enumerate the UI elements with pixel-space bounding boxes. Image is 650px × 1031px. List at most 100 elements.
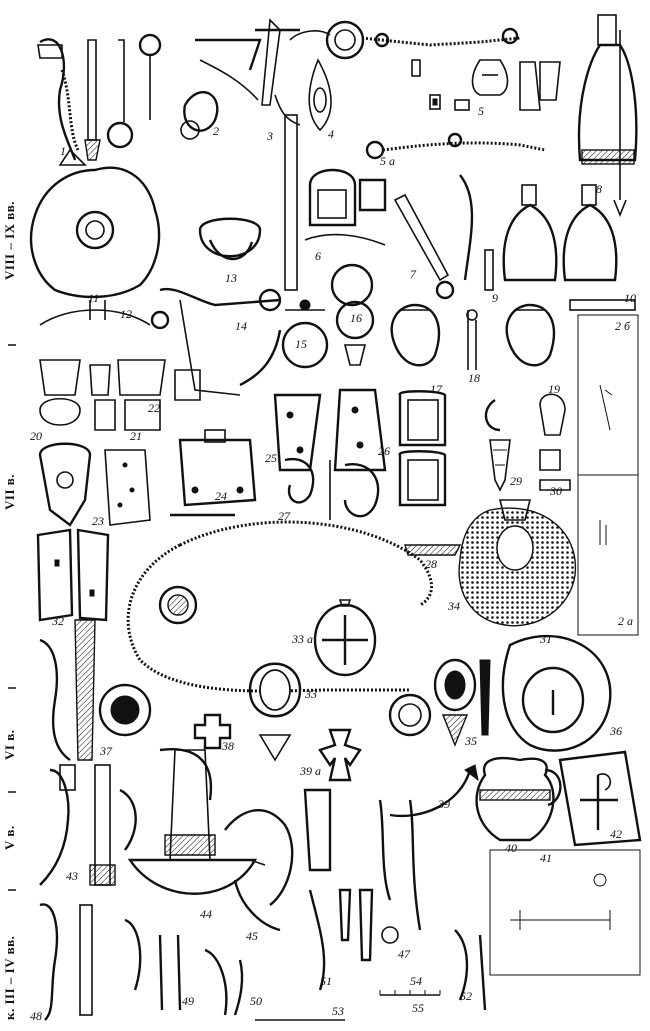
num-39: 39	[437, 797, 450, 811]
num-31: 31	[539, 632, 552, 646]
num-3: 3	[266, 129, 273, 143]
item-number-labels: 1 2 3 4 5 5 а 6 7 8 9 10 11 12 13 14 15 …	[30, 104, 636, 1023]
knife-7	[393, 193, 455, 300]
chain-5a	[365, 132, 546, 160]
num-23: 23	[92, 514, 104, 528]
fibula-1	[37, 38, 87, 166]
num-26: 26	[378, 444, 390, 458]
num-21: 21	[130, 429, 142, 443]
spear-shaft	[284, 114, 298, 291]
buckle-17	[390, 303, 441, 367]
num-18: 18	[468, 371, 480, 385]
num-52: 52	[460, 989, 472, 1003]
leaf-pendant-5	[411, 59, 509, 111]
belt-fittings-20-21-22	[39, 359, 201, 431]
num-27: 27	[278, 509, 291, 523]
fibulae-43	[39, 764, 137, 886]
fittings-32	[36, 528, 110, 622]
num-2a: 2 а	[618, 614, 633, 628]
num-2: 2	[213, 124, 219, 138]
fibula-37	[39, 619, 96, 761]
num-47: 47	[398, 947, 411, 961]
pot-36	[501, 634, 612, 752]
num-25: 25	[265, 451, 277, 465]
buckle-6	[304, 168, 387, 246]
pendant-29	[484, 399, 511, 492]
num-39a: 39 а	[299, 764, 321, 778]
fibulae-49	[124, 918, 182, 1011]
fibula-50	[204, 948, 244, 1016]
bowl-12	[39, 300, 151, 326]
period-ticks	[8, 344, 16, 891]
cross-39a	[318, 728, 362, 782]
fittings-30	[539, 393, 571, 491]
scale-55	[379, 990, 441, 996]
num-53: 53	[332, 1004, 344, 1018]
num-41: 41	[540, 851, 552, 865]
burial-plan-2b	[577, 314, 639, 636]
fibula-45	[224, 809, 294, 932]
num-51: 51	[320, 974, 332, 988]
num-30: 30	[549, 484, 562, 498]
buckle-19	[505, 303, 556, 367]
mirror-44	[127, 748, 258, 895]
num-19: 19	[548, 382, 560, 396]
num-24: 24	[215, 489, 227, 503]
num-38: 38	[221, 739, 234, 753]
stirrups-10	[502, 184, 636, 311]
pieces-51	[303, 788, 332, 991]
num-17: 17	[430, 382, 443, 396]
num-6: 6	[315, 249, 321, 263]
num-44: 44	[200, 907, 212, 921]
cross-38	[193, 713, 232, 750]
num-32: 32	[51, 614, 64, 628]
fibulae-48	[39, 903, 93, 1021]
pendant-35	[479, 659, 491, 736]
items-53	[338, 888, 374, 962]
tools-9	[459, 174, 494, 291]
num-40: 40	[505, 841, 517, 855]
sickle-39	[389, 764, 479, 818]
jug-40	[475, 756, 562, 842]
num-8: 8	[596, 182, 602, 196]
num-7: 7	[410, 267, 417, 281]
knife-handle	[84, 39, 101, 161]
num-11: 11	[88, 291, 99, 305]
num-42: 42	[610, 827, 622, 841]
num-5: 5	[478, 104, 484, 118]
plaque-24	[170, 429, 257, 517]
cross-plaque-42	[558, 750, 642, 847]
num-54: 54	[410, 974, 422, 988]
pins-52-54	[454, 929, 487, 1011]
belt-plate-23	[38, 442, 151, 527]
num-28: 28	[425, 557, 437, 571]
buckles-28	[398, 390, 462, 556]
num-36: 36	[609, 724, 622, 738]
num-5a: 5 а	[380, 154, 395, 168]
num-2b: 2 б	[615, 319, 631, 333]
num-12: 12	[120, 307, 132, 321]
bit-14	[150, 287, 282, 396]
openwork-disc-31	[458, 499, 577, 627]
num-48: 48	[30, 1009, 42, 1023]
pins-18	[466, 309, 478, 370]
chain-top	[289, 20, 521, 60]
num-16: 16	[350, 311, 362, 325]
num-13: 13	[225, 271, 237, 285]
num-50: 50	[250, 994, 262, 1008]
num-45: 45	[246, 929, 258, 943]
ring-15	[281, 299, 329, 369]
burial-plan-41	[489, 849, 641, 976]
bridle-bit-2	[106, 33, 262, 149]
num-4: 4	[328, 127, 334, 141]
num-34: 34	[447, 599, 460, 613]
num-33: 33	[304, 687, 317, 701]
bridle-ring-13	[198, 217, 262, 261]
pendant-34	[433, 658, 477, 747]
rosette-plaque-11	[29, 166, 161, 299]
num-10: 10	[624, 291, 636, 305]
necklace-33	[98, 520, 433, 762]
num-33a: 33 а	[291, 632, 313, 646]
spearhead-4	[308, 58, 332, 132]
ring-16	[330, 263, 375, 366]
